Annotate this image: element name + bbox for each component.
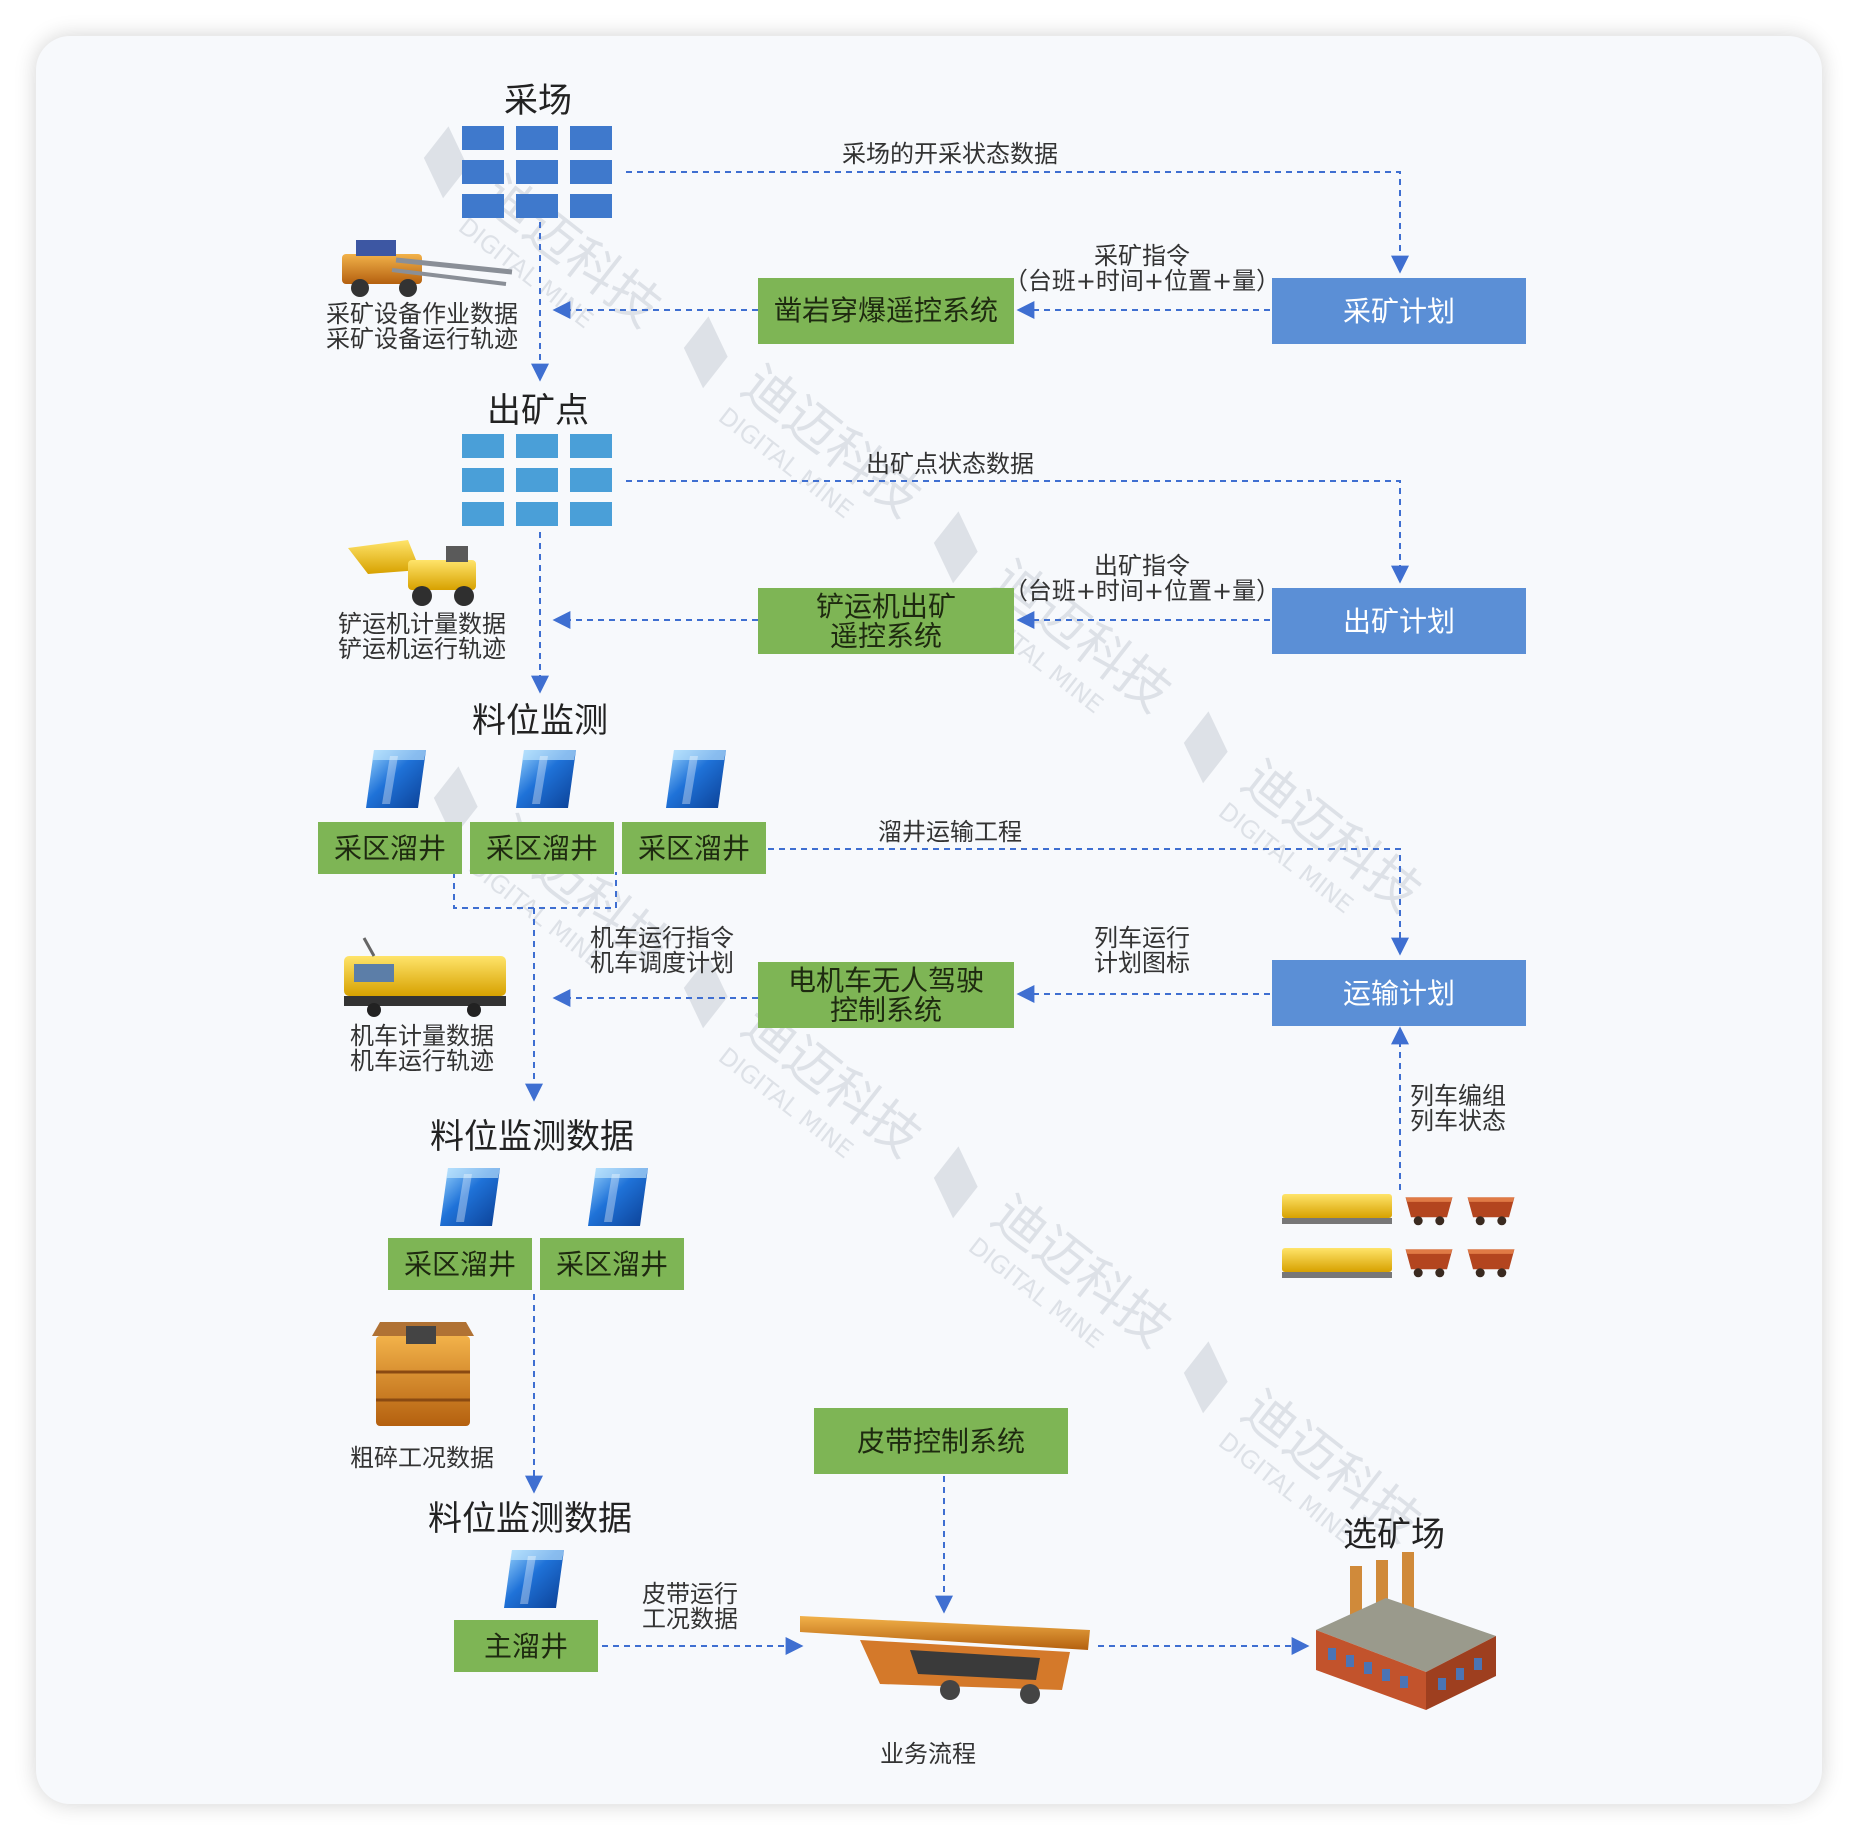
draw-plan-box — [1272, 588, 1526, 654]
orepass-transport-arrow — [768, 848, 1409, 956]
loco-autonomous-system — [758, 962, 1014, 1028]
watermark: 迪迈科技 DIGITAL MINE — [683, 316, 932, 529]
belt-data-label: 皮带运行工况数据 — [642, 1580, 738, 1633]
stope-title: 采场 — [504, 81, 572, 121]
orepass-box-c — [622, 822, 766, 874]
watermark: 迪迈科技 DIGITAL MINE — [1183, 711, 1432, 924]
transport-plan-label: 运输计划 — [1343, 977, 1455, 1010]
level-monitor-title: 料位监测 — [472, 701, 608, 741]
ore-bin-icon — [588, 1168, 648, 1226]
loco-command-label: 机车运行指令机车调度计划 — [590, 924, 734, 977]
draw-point-grid-icon — [462, 434, 612, 526]
watermark-logo-icon — [423, 126, 468, 199]
loco-autonomous-system-label: 电机车无人驾驶控制系统 — [788, 964, 984, 1026]
ore-bin-icon — [504, 1550, 564, 1608]
watermark: 迪迈科技 DIGITAL MINE — [933, 1146, 1182, 1359]
lhd-data-label: 铲运机计量数据铲运机运行轨迹 — [338, 610, 506, 663]
level-data-title-2: 料位监测数据 — [428, 1499, 632, 1539]
flow-connectors — [453, 171, 1409, 1655]
watermark-logo-icon — [1183, 711, 1228, 784]
mining-plan-label: 采矿计划 — [1343, 295, 1455, 328]
train-set-icon — [1282, 1194, 1515, 1278]
draw-point-title: 出矿点 — [487, 391, 589, 431]
drill-jumbo-icon — [342, 240, 513, 297]
loco-data-label: 机车计量数据机车运行轨迹 — [350, 1022, 494, 1075]
stope-status-label: 采场的开采状态数据 — [842, 140, 1058, 168]
crusher-icon — [372, 1322, 474, 1426]
mining-plan-box — [1272, 278, 1526, 344]
watermark-logo-icon — [433, 766, 478, 839]
ore-bin-icon — [366, 750, 426, 808]
mining-command-label: 采矿指令（台班+时间+位置+量） — [1004, 242, 1280, 295]
factory-icon — [1316, 1552, 1496, 1710]
stope-grid-icon — [462, 126, 612, 218]
belt-conveyor-icon — [800, 1616, 1090, 1704]
watermark-logo-icon — [933, 1146, 978, 1219]
main-orepass-box — [454, 1620, 598, 1672]
ore-bin-icon — [666, 750, 726, 808]
draw-status-arrow — [626, 480, 1409, 584]
main-orepass-label: 主溜井 — [484, 1630, 568, 1663]
orepass-label-a: 采区溜井 — [334, 832, 446, 865]
draw-plan-label: 出矿计划 — [1343, 605, 1455, 638]
belt-control-system-label: 皮带控制系统 — [857, 1425, 1025, 1458]
watermark-logo-icon — [683, 316, 728, 389]
train-status-label: 列车编组列车状态 — [1410, 1082, 1506, 1135]
diagram-caption: 业务流程 — [880, 1740, 976, 1768]
drill-blast-remote-system-label: 凿岩穿爆遥控系统 — [774, 294, 998, 327]
stope-status-arrow — [626, 171, 1409, 274]
level-data-title-1: 料位监测数据 — [430, 1117, 634, 1157]
orepass-label-d: 采区溜井 — [404, 1248, 516, 1281]
orepass-transport-label: 溜井运输工程 — [878, 818, 1022, 846]
ore-bin-icon — [516, 750, 576, 808]
transport-plan-box — [1272, 960, 1526, 1026]
equipment-data-label: 采矿设备作业数据采矿设备运行轨迹 — [326, 300, 518, 353]
watermark-logo-icon — [933, 511, 978, 584]
ore-bin-icon — [440, 1168, 500, 1226]
watermark-logo-icon — [683, 956, 728, 1029]
lhd-remote-system-label: 铲运机出矿遥控系统 — [816, 590, 956, 652]
crusher-data-label: 粗碎工况数据 — [350, 1444, 494, 1472]
train-plan-label: 列车运行计划图标 — [1094, 924, 1190, 977]
concentrator-title: 选矿场 — [1343, 1515, 1445, 1555]
orepass-box-e — [540, 1238, 684, 1290]
draw-command-label: 出矿指令（台班+时间+位置+量） — [1004, 552, 1280, 605]
orepass-box-a — [318, 822, 462, 874]
orepass-box-b — [470, 822, 614, 874]
belt-control-system — [814, 1408, 1068, 1474]
draw-status-label: 出矿点状态数据 — [866, 450, 1034, 478]
lhd-loader-icon — [348, 540, 476, 606]
drill-blast-remote-system — [758, 278, 1014, 344]
orepass-label-e: 采区溜井 — [556, 1248, 668, 1281]
electric-locomotive-icon — [344, 937, 506, 1017]
orepass-label-b: 采区溜井 — [486, 832, 598, 865]
orepass-box-d — [388, 1238, 532, 1290]
watermark-logo-icon — [1183, 1341, 1228, 1414]
orepass-label-c: 采区溜井 — [638, 832, 750, 865]
lhd-remote-system — [758, 588, 1014, 654]
